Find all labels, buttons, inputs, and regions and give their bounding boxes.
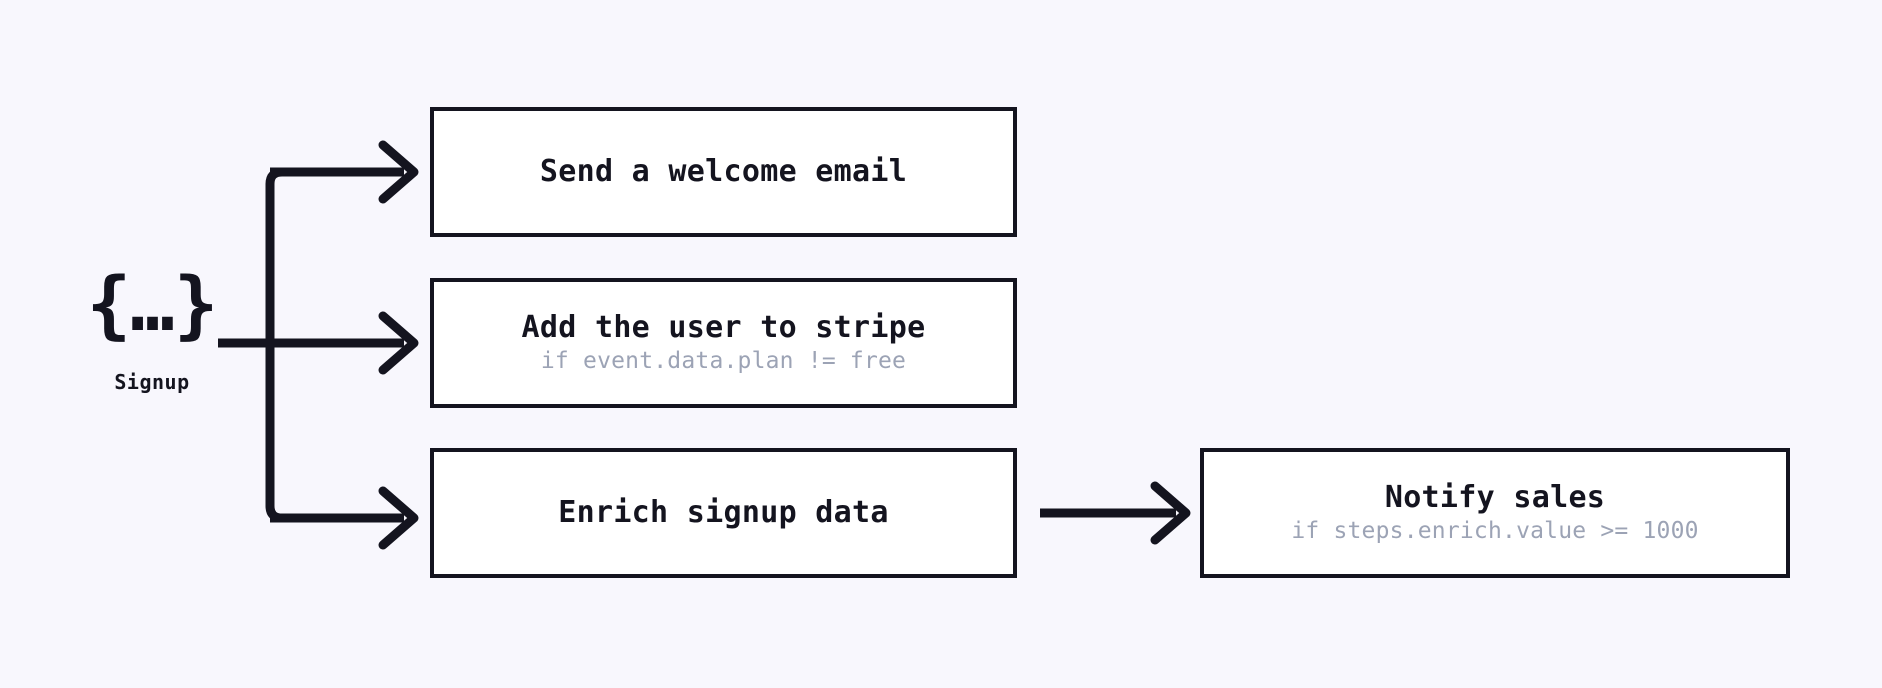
trigger-label: Signup xyxy=(114,370,190,394)
step-box-notify-sales[interactable]: Notify sales if steps.enrich.value >= 10… xyxy=(1200,448,1790,578)
connector-enrich-data-to-notify-sales-arrowhead xyxy=(1150,481,1191,545)
step-condition: if event.data.plan != free xyxy=(540,348,907,375)
step-title: Add the user to stripe xyxy=(521,310,926,345)
connector-trigger-to-add-stripe-arrowhead xyxy=(378,311,419,375)
branch-trunk-line xyxy=(265,167,350,523)
json-event-braces-icon: {…} xyxy=(86,262,219,348)
step-title: Send a welcome email xyxy=(539,154,908,190)
connector-trigger-to-enrich-data-arrowhead xyxy=(378,486,419,550)
step-title: Notify sales xyxy=(1384,480,1606,515)
connector-trigger-to-welcome-email-arrowhead xyxy=(378,140,419,204)
step-box-welcome-email[interactable]: Send a welcome email xyxy=(430,107,1017,237)
step-title: Enrich signup data xyxy=(558,495,889,531)
trigger-node[interactable]: {…} Signup xyxy=(62,268,242,394)
step-condition: if steps.enrich.value >= 1000 xyxy=(1291,518,1699,545)
step-box-enrich-data[interactable]: Enrich signup data xyxy=(430,448,1017,578)
step-box-add-stripe[interactable]: Add the user to stripe if event.data.pla… xyxy=(430,278,1017,408)
